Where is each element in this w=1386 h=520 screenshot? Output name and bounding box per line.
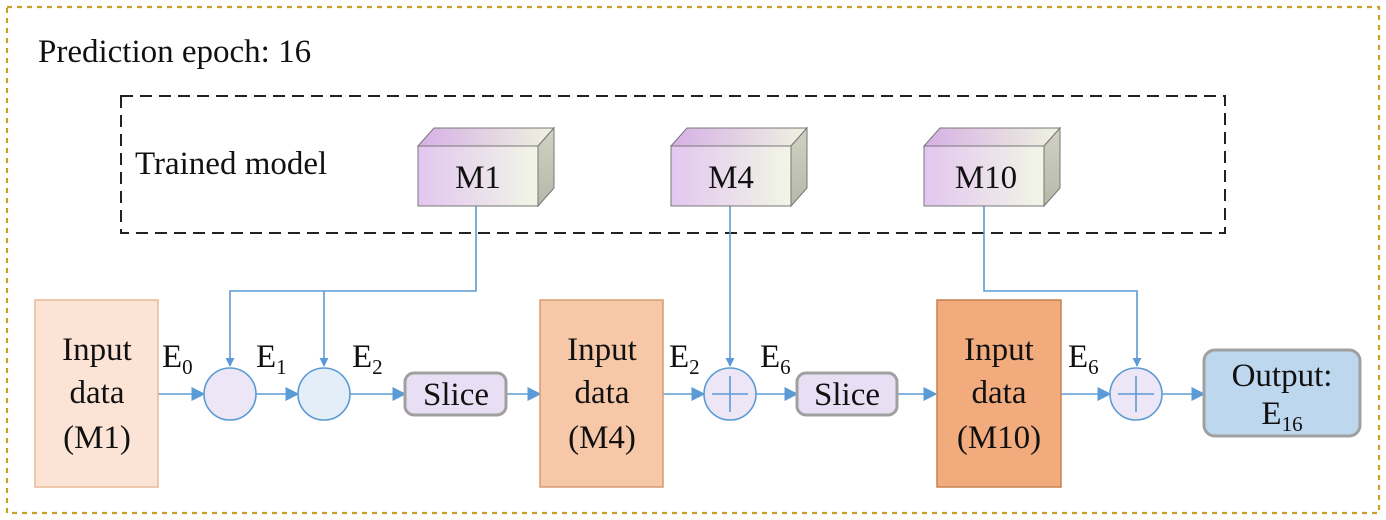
input-box-m10: Input data (M10) xyxy=(936,299,1062,488)
output-label-line1: Output: xyxy=(1232,358,1333,394)
model-cube-m1: M1 xyxy=(416,126,556,208)
input-label-line3: (M10) xyxy=(957,420,1041,456)
input-label-line3: (M1) xyxy=(63,420,131,456)
edge-label-e6-first: E6 xyxy=(760,339,791,379)
model-label-m10: M10 xyxy=(955,160,1017,196)
model-cube-m4: M4 xyxy=(669,126,809,208)
plus-operator-node-4 xyxy=(1109,367,1163,421)
slice-node-2: Slice xyxy=(795,371,899,417)
edge-label-e1: E1 xyxy=(256,339,287,379)
input-box-rect xyxy=(539,299,664,488)
edge-base: E xyxy=(352,339,372,375)
edge-label-e6-second: E6 xyxy=(1068,339,1099,379)
edge-label-e0: E0 xyxy=(162,339,193,379)
model-label-m1: M1 xyxy=(455,160,501,196)
edge-label-e2-first: E2 xyxy=(352,339,383,379)
slice-label: Slice xyxy=(423,377,489,413)
edge-base: E xyxy=(256,339,276,375)
edge-base: E xyxy=(760,339,780,375)
output-node: Output: E16 xyxy=(1202,348,1362,438)
cube-front-face xyxy=(670,145,792,207)
input-label-line1: Input xyxy=(964,332,1034,368)
edge-sub: 1 xyxy=(276,355,287,379)
input-box-rect xyxy=(34,299,159,488)
edge-sub: 2 xyxy=(372,355,383,379)
edge-base: E xyxy=(162,339,182,375)
output-label-e16: E16 xyxy=(1261,396,1302,436)
m1-feed-line-1 xyxy=(225,206,477,367)
input-label-line1: Input xyxy=(567,332,637,368)
plus-icon xyxy=(712,376,748,412)
edge-base: E xyxy=(669,339,689,375)
edge-sub: 2 xyxy=(689,355,700,379)
plus-icon xyxy=(1118,376,1154,412)
edge-base: E xyxy=(1068,339,1088,375)
page-title: Prediction epoch: 16 xyxy=(38,34,311,70)
trained-model-region xyxy=(120,95,1226,234)
input-box-m1: Input data (M1) xyxy=(34,299,159,488)
input-label-line2: data xyxy=(972,375,1027,411)
input-label-line1: Input xyxy=(62,332,132,368)
output-label-base: E xyxy=(1261,396,1281,432)
cube-front-face xyxy=(923,145,1045,207)
model-cube-m10: M10 xyxy=(922,126,1062,208)
operator-node-1 xyxy=(203,367,257,421)
input-label-line2: data xyxy=(70,375,125,411)
cube-top-face xyxy=(922,127,1062,147)
cube-top-face xyxy=(669,127,809,147)
operator-node-2 xyxy=(297,367,351,421)
cube-top-face xyxy=(416,127,556,147)
slice-rect xyxy=(795,371,899,417)
model-feed-lines xyxy=(225,206,1142,367)
input-label-line2: data xyxy=(575,375,630,411)
cube-front-face xyxy=(417,145,539,207)
input-box-m4: Input data (M4) xyxy=(539,299,664,488)
input-label-line3: (M4) xyxy=(568,420,636,456)
edge-label-e2-second: E2 xyxy=(669,339,700,379)
slice-label: Slice xyxy=(814,377,880,413)
output-rect xyxy=(1202,348,1362,438)
model-label-m4: M4 xyxy=(708,160,754,196)
plus-operator-node-3 xyxy=(703,367,757,421)
slice-rect xyxy=(403,371,508,417)
m10-feed-line xyxy=(983,206,1142,367)
outer-frame xyxy=(5,5,1381,515)
input-box-rect xyxy=(936,299,1062,488)
output-label-sub: 16 xyxy=(1282,412,1303,436)
slice-node-1: Slice xyxy=(403,371,508,417)
trained-model-label: Trained model xyxy=(135,146,327,182)
edge-sub: 6 xyxy=(780,355,791,379)
edge-sub: 0 xyxy=(182,355,193,379)
edge-sub: 6 xyxy=(1088,355,1099,379)
